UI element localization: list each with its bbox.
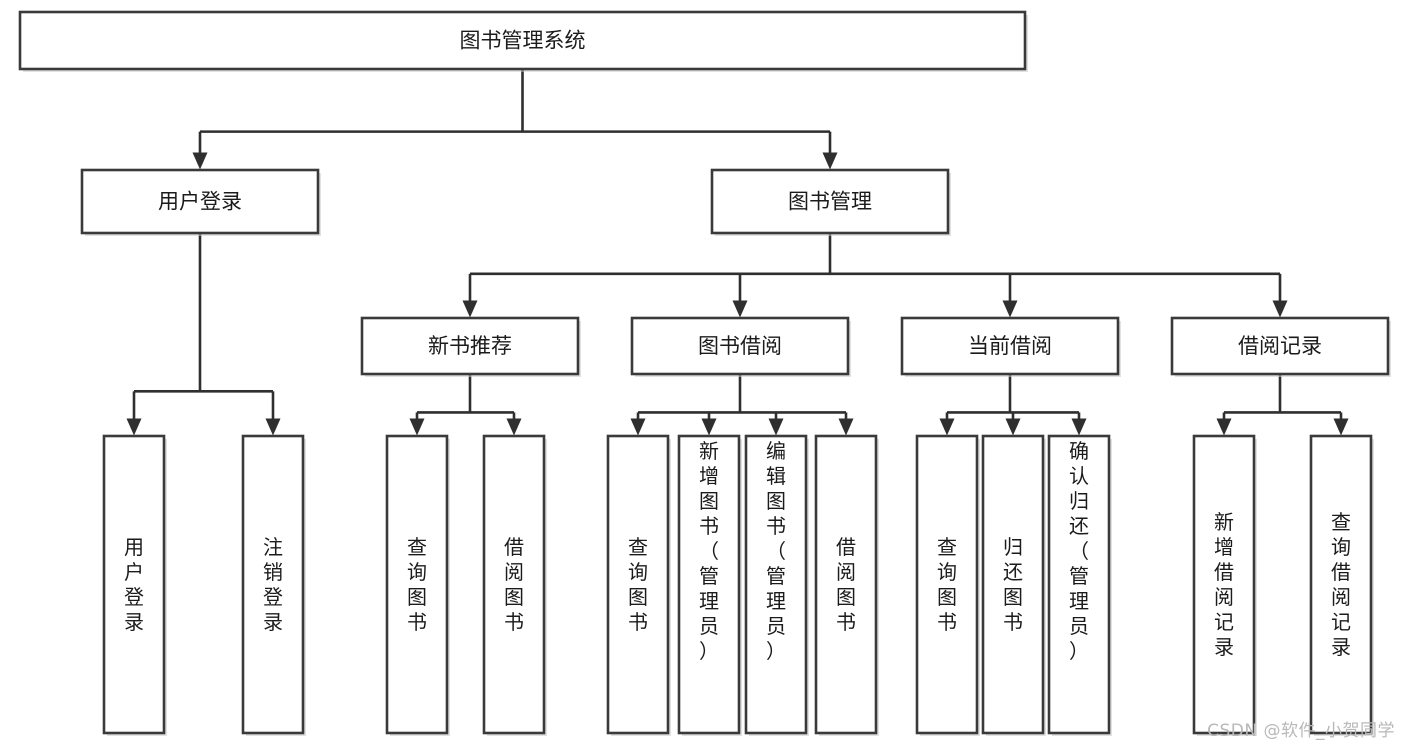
node-label: 新书推荐	[428, 334, 512, 358]
arrow-head-icon	[939, 418, 955, 436]
node-box[interactable]	[80, 168, 320, 235]
node-label: 当前借阅	[968, 334, 1052, 358]
arrow-head-icon	[126, 418, 142, 436]
node-box[interactable]	[241, 434, 305, 735]
node-box[interactable]	[744, 434, 808, 735]
arrow-head-icon	[1002, 300, 1018, 318]
node-box[interactable]	[360, 316, 580, 376]
node-label: 归还图书	[1003, 535, 1023, 634]
node-box[interactable]	[1192, 434, 1256, 735]
node-function-leaf-borrow-book-bor[interactable]: 借阅图书	[814, 434, 879, 736]
node-box[interactable]	[1309, 434, 1373, 735]
arrow-head-icon	[838, 418, 854, 436]
arrow-head-icon	[409, 418, 425, 436]
arrow-head-icon	[1216, 418, 1232, 436]
arrow-head-icon	[630, 418, 646, 436]
node-label: 用户登录	[124, 535, 144, 634]
node-label: 确认归还（管理员）	[1069, 439, 1089, 663]
node-label: 借阅图书	[504, 535, 524, 634]
arrow-head-icon	[732, 300, 748, 318]
node-label: 用户登录	[158, 190, 242, 214]
arrow-head-icon	[1333, 418, 1349, 436]
node-box[interactable]	[710, 168, 950, 235]
node-function-leaf-query-book-cur[interactable]: 查询图书	[915, 434, 980, 736]
node-function-leaf-query-borrow-record[interactable]: 查询借阅记录	[1309, 434, 1374, 736]
node-label: 新增借阅记录	[1214, 510, 1234, 659]
node-submodule-current-borrow[interactable]: 当前借阅	[900, 316, 1121, 377]
arrow-head-icon	[506, 418, 522, 436]
node-box[interactable]	[900, 316, 1120, 376]
node-submodule-book-borrow[interactable]: 图书借阅	[630, 316, 851, 377]
arrow-head-icon	[1005, 418, 1021, 436]
node-function-leaf-user-login[interactable]: 用户登录	[102, 434, 167, 736]
node-label: 图书管理	[788, 190, 872, 214]
node-module-user-login[interactable]: 用户登录	[80, 168, 321, 236]
node-box[interactable]	[1047, 434, 1111, 735]
node-function-leaf-query-book-bor[interactable]: 查询图书	[606, 434, 671, 736]
arrow-head-icon	[822, 152, 838, 170]
arrow-head-icon	[1071, 418, 1087, 436]
node-function-leaf-confirm-return-admin[interactable]: 确认归还（管理员）	[1047, 434, 1112, 736]
node-box[interactable]	[482, 434, 546, 735]
node-box[interactable]	[915, 434, 979, 735]
node-label: 借阅图书	[836, 535, 856, 634]
node-box[interactable]	[606, 434, 670, 735]
node-module-book-manage[interactable]: 图书管理	[710, 168, 951, 236]
node-box[interactable]	[385, 434, 449, 735]
node-function-leaf-return-book[interactable]: 归还图书	[981, 434, 1046, 736]
arrow-head-icon	[768, 418, 784, 436]
node-function-leaf-edit-book-admin[interactable]: 编辑图书（管理员）	[744, 434, 809, 736]
arrow-head-icon	[265, 418, 281, 436]
node-box[interactable]	[630, 316, 850, 376]
node-system-root[interactable]: 图书管理系统	[18, 10, 1028, 72]
arrow-head-icon	[1272, 300, 1288, 318]
node-box[interactable]	[18, 10, 1027, 71]
node-label: 新增图书（管理员）	[699, 439, 719, 663]
node-label: 查询图书	[628, 535, 648, 634]
node-box[interactable]	[102, 434, 166, 735]
arrow-head-icon	[462, 300, 478, 318]
node-label: 注销登录	[263, 535, 283, 634]
node-function-leaf-user-logout[interactable]: 注销登录	[241, 434, 306, 736]
node-box[interactable]	[1170, 316, 1390, 376]
node-function-leaf-add-borrow-record[interactable]: 新增借阅记录	[1192, 434, 1257, 736]
node-function-leaf-borrow-book-rec[interactable]: 借阅图书	[482, 434, 547, 736]
node-box[interactable]	[677, 434, 741, 735]
node-function-leaf-add-book-admin[interactable]: 新增图书（管理员）	[677, 434, 742, 736]
arrow-head-icon	[192, 152, 208, 170]
node-label: 图书借阅	[698, 334, 782, 358]
node-label: 图书管理系统	[460, 29, 586, 53]
arrow-head-icon	[701, 418, 717, 436]
node-label: 查询图书	[937, 535, 957, 634]
node-label: 查询图书	[407, 535, 427, 634]
node-submodule-new-book-recommend[interactable]: 新书推荐	[360, 316, 581, 377]
node-box[interactable]	[814, 434, 878, 735]
node-function-leaf-query-book-rec[interactable]: 查询图书	[385, 434, 450, 736]
node-box[interactable]	[981, 434, 1045, 735]
node-label: 借阅记录	[1238, 334, 1322, 358]
node-submodule-borrow-record[interactable]: 借阅记录	[1170, 316, 1391, 377]
node-label: 编辑图书（管理员）	[766, 439, 786, 663]
node-label: 查询借阅记录	[1331, 510, 1351, 659]
nodes-layer: 图书管理系统用户登录图书管理新书推荐图书借阅当前借阅借阅记录用户登录注销登录查询…	[18, 10, 1391, 736]
connectors-layer	[126, 69, 1349, 436]
